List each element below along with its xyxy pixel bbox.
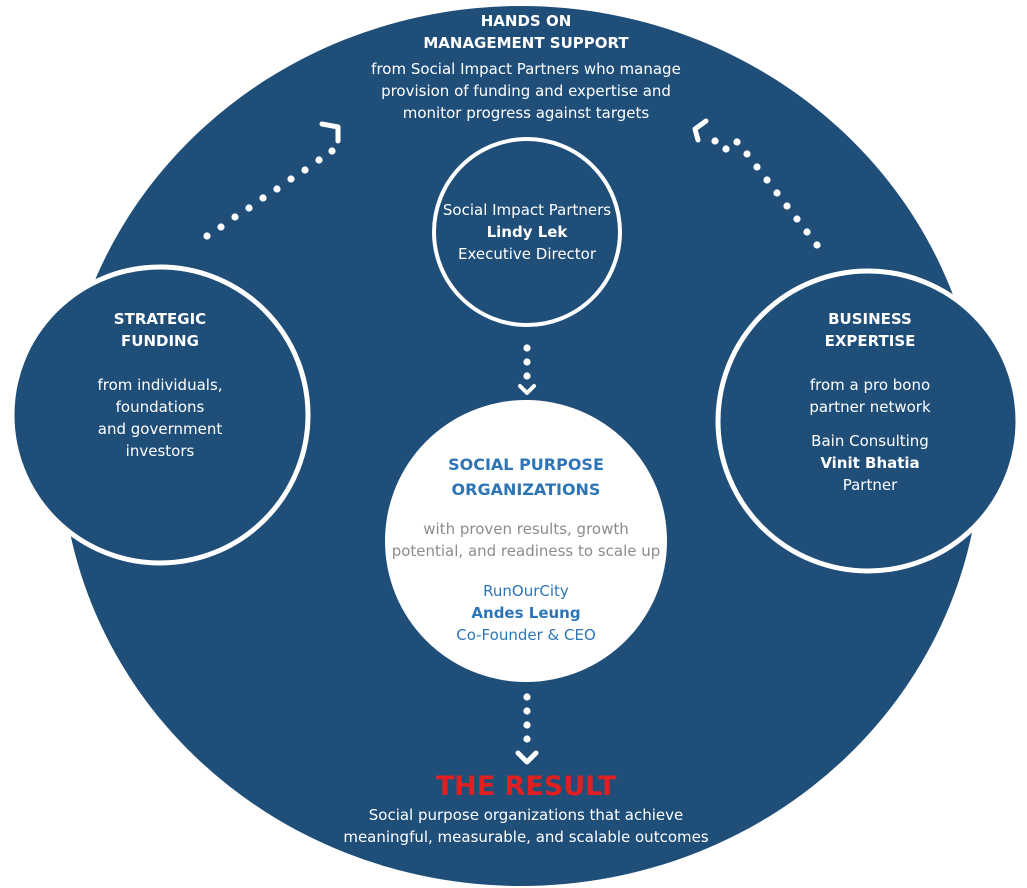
desc-line: provision of funding and expertise and <box>381 82 671 100</box>
desc-line: with proven results, growth <box>423 520 629 538</box>
partner-circle <box>432 137 622 327</box>
result-desc: Social purpose organizations that achiev… <box>368 806 684 824</box>
organizations-circle <box>385 400 667 682</box>
management-support-heading: HANDS ON MANAGEMENT SUPPORT <box>300 10 752 54</box>
heading-line: MANAGEMENT SUPPORT <box>423 34 629 52</box>
funding-desc: from individuals, <box>97 376 223 394</box>
expertise-heading: EXPERTISE <box>824 332 916 350</box>
arrow-partner-to-organizations <box>518 344 536 395</box>
desc-line: monitor progress against targets <box>402 104 650 122</box>
result-block: THE RESULT Social purpose organizations … <box>300 770 752 848</box>
partner-block: Social Impact Partners Lindy Lek Executi… <box>421 199 633 265</box>
partner-org: Social Impact Partners <box>442 201 612 219</box>
arrow-expertise-to-support <box>692 118 821 249</box>
organizations-block: SOCIAL PURPOSE ORGANIZATIONS with proven… <box>388 452 664 646</box>
contact-role: Co-Founder & CEO <box>456 626 596 644</box>
organizations-heading: SOCIAL PURPOSE ORGANIZATIONS <box>388 452 664 502</box>
expertise-name: Vinit Bhatia <box>820 454 920 472</box>
funding-desc: and government <box>97 420 223 438</box>
result-title: THE RESULT <box>435 771 617 802</box>
partner-role: Executive Director <box>457 245 597 263</box>
expertise-desc: from a pro bono <box>809 376 931 394</box>
arrow-funding-to-support <box>203 121 341 240</box>
funding-desc: foundations <box>115 398 205 416</box>
arrow-organizations-to-result <box>515 693 539 765</box>
heading-line: SOCIAL PURPOSE <box>448 455 604 474</box>
funding-desc: investors <box>125 442 195 460</box>
expertise-circle <box>715 268 1021 574</box>
heading-line: HANDS ON <box>480 12 572 30</box>
expertise-desc: partner network <box>809 398 931 416</box>
desc-line: from Social Impact Partners who manage <box>371 60 681 78</box>
contact-name: Andes Leung <box>471 604 581 622</box>
organizations-description: with proven results, growth potential, a… <box>388 518 664 562</box>
organizations-contact: RunOurCity Andes Leung Co-Founder & CEO <box>388 580 664 646</box>
result-desc: meaningful, measurable, and scalable out… <box>343 828 709 846</box>
funding-block: STRATEGIC FUNDING from individuals, foun… <box>40 308 280 462</box>
partner-name: Lindy Lek <box>486 223 568 241</box>
desc-line: potential, and readiness to scale up <box>391 542 661 560</box>
expertise-block: BUSINESS EXPERTISE from a pro bono partn… <box>740 308 1000 496</box>
management-support-description: from Social Impact Partners who manage p… <box>300 58 752 124</box>
organization-name: RunOurCity <box>483 582 569 600</box>
funding-circle <box>9 264 311 566</box>
funding-heading: FUNDING <box>121 332 199 350</box>
management-support-block: HANDS ON MANAGEMENT SUPPORT from Social … <box>300 10 752 124</box>
expertise-heading: BUSINESS <box>828 310 912 328</box>
expertise-org: Bain Consulting <box>811 432 929 450</box>
heading-line: ORGANIZATIONS <box>451 480 601 499</box>
expertise-role: Partner <box>842 476 898 494</box>
funding-heading: STRATEGIC <box>113 310 207 328</box>
